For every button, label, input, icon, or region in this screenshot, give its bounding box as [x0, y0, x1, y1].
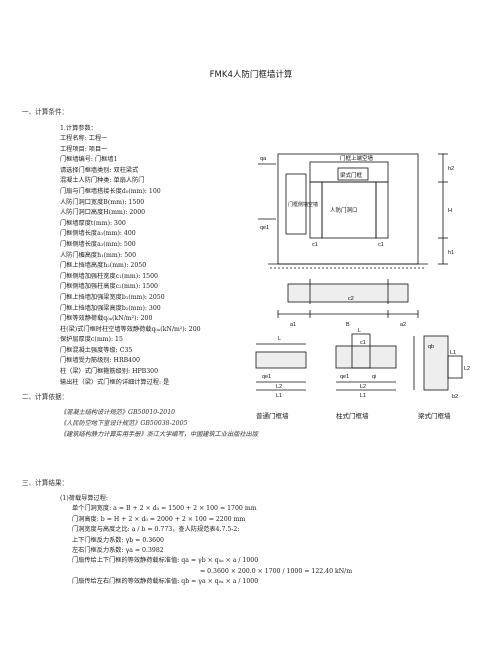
list-item: 门扇传给上下门框的等效静荷载标准值: qa = γb × q₀ₐ × a / 1…	[72, 557, 259, 565]
label-c1-left: c1	[312, 242, 318, 248]
list-item: 保护层厚度c(mm): 15	[60, 336, 123, 344]
section-heading-basis: 二、计算依据：	[22, 393, 69, 401]
list-item: 输出柱（梁）式门框的详细计算过程: 是	[60, 378, 170, 386]
label-L-normal: L	[278, 336, 281, 342]
label-upper-wall: 门框上端空墙	[340, 154, 374, 162]
list-item: 左右门框反力系数: γa = 0.3982	[72, 547, 164, 555]
list-item: 柱（梁）式门框箍筋级别: HPB300	[60, 368, 159, 376]
list-item: = 0.3600 × 200.0 × 1700 / 1000 = 122.40 …	[200, 567, 353, 575]
list-item: 门框墙厚度t(mm): 300	[60, 219, 126, 227]
label-L1-beam: L1	[450, 350, 456, 356]
label-opening: 人防门洞口	[330, 206, 358, 214]
list-item: 《混凝土结构设计规范》GB50010-2010	[60, 409, 176, 416]
list-item: 门框墙编号: 门框墙1	[60, 156, 118, 164]
params-list: 工程名称: 工程一工程项目: 项目一门框墙编号: 门框墙1 请选择门框墙类别: 双…	[60, 134, 201, 388]
list-item: 门框等效静荷载q₀ₐ(kN/m²): 200	[60, 315, 153, 323]
section-heading-results: 三、计算结果：	[22, 479, 69, 487]
page-title: FMK4人防门框墙计算	[209, 70, 293, 80]
list-item: (1)荷载导算过程:	[60, 495, 108, 502]
door-opening-box	[321, 181, 377, 239]
beam-wall-section	[423, 335, 449, 391]
label-left-side-wall: 门框侧墙空墙	[288, 201, 318, 208]
label-L2-beam: L2	[464, 366, 470, 372]
list-item: 门框混凝土强度等级: C35	[60, 346, 133, 354]
results-list: (1)荷载导算过程: 单个门洞宽度: a = B + 2 × d₀ = 1500 …	[60, 494, 352, 588]
label-L1-normal: L1	[276, 393, 282, 399]
list-item: 人防门楣高度h₁(mm): 500	[60, 251, 137, 259]
beam-box-side	[447, 355, 463, 379]
list-item: 柱(梁)式门框时柱空墙等效静荷载q₀ₐ(kN/m²): 200	[60, 325, 201, 333]
list-item: 工程项目: 项目一	[60, 145, 108, 153]
list-item: 门扇与门框墙搭接长度d₀(mm): 100	[60, 187, 161, 195]
label-L1-column: L1	[360, 393, 366, 399]
left-side-wall-box	[285, 173, 307, 235]
list-item: 人防门洞口高度H(mm): 2000	[60, 209, 146, 217]
column-box	[351, 333, 371, 369]
caption-beam: 梁式门框墙	[418, 411, 451, 420]
basis-list: 《混凝土结构设计规范》GB50010-2010 《人民防空地下室设计规范》GB50…	[60, 407, 258, 441]
plan-section-bar	[287, 283, 409, 303]
label-L2-column: L2	[360, 384, 366, 390]
label-H: H	[448, 208, 452, 214]
label-L-column: L	[358, 328, 361, 334]
params-header: 1.计算参数：	[60, 125, 97, 132]
list-item: 门框墙受力筋级别: HRB400	[60, 357, 140, 365]
list-item: 门框上挡墙加强梁宽度b₁(mm): 2050	[60, 293, 165, 301]
beam-box	[337, 167, 369, 181]
caption-normal: 普通门框墙	[256, 411, 289, 420]
list-item: 门框上挡墙高度h₂(mm): 2050	[60, 262, 147, 270]
list-item: 工程名称: 工程一	[60, 135, 108, 142]
left-column-box	[309, 181, 323, 239]
label-qe1: qe1	[260, 225, 269, 231]
label-qa: qa	[260, 156, 267, 162]
list-item: 上下门框反力系数: γb = 0.3600	[72, 536, 164, 544]
list-item: 门框侧墙加强柱高度c₂(mm): 1500	[60, 283, 158, 291]
list-item: 门洞高度: b = H + 2 × d₀ = 2000 + 2 × 100 = …	[72, 515, 246, 523]
label-c1-right: c1	[378, 242, 384, 248]
label-qe1-column: qe1	[340, 374, 349, 380]
right-column-box	[375, 181, 389, 239]
label-qb-beam: qb	[428, 344, 434, 350]
list-item: 门框侧墙加强柱宽度c₁(mm): 1500	[60, 272, 158, 280]
list-item: 人防门洞口宽度B(mm): 1500	[60, 198, 145, 206]
upper-wall-box	[309, 161, 389, 183]
list-item: 请选择门框墙类别: 双柱梁式	[60, 166, 139, 174]
caption-column: 柱式门框墙	[336, 411, 369, 420]
label-L2-normal: L2	[276, 384, 282, 390]
label-qe1-normal: qe1	[262, 374, 271, 380]
label-h2: h2	[448, 166, 454, 172]
normal-wall-section	[255, 351, 307, 369]
list-item: 《建筑结构静力计算实用手册》浙江大学编写，中国建筑工业出版社出版	[60, 431, 258, 439]
section-heading-conditions: 一、计算条件：	[22, 108, 69, 116]
list-item: 门框上挡墙加强梁高度b₂(mm): 300	[60, 304, 161, 312]
label-qi-column: qi	[372, 374, 376, 380]
label-a1: a1	[290, 322, 296, 328]
list-item: 门框侧墙长度a₂(mm): 500	[60, 240, 136, 248]
label-a2: a2	[400, 322, 406, 328]
list-item: 门洞宽度与高度之比: a / b = 0.773，查人防规范表4.7.5-2:	[72, 526, 240, 534]
list-item: 门框侧墙长度a₁(mm): 400	[60, 230, 136, 238]
label-b2-beam: b2	[452, 394, 458, 400]
column-wall-section	[335, 345, 397, 369]
label-c1-column: c1	[360, 340, 366, 346]
label-h1: h1	[448, 250, 454, 256]
door-frame-diagram: 门框上端空墙 梁式门框 人防门洞口 门框侧墙空墙 h2 H h1 c1 c1 a…	[255, 153, 470, 420]
list-item: 单个门洞宽度: a = B + 2 × d₀ = 1500 + 2 × 100 …	[72, 505, 257, 513]
list-item: 《人民防空地下室设计规范》GB50038-2005	[60, 420, 188, 428]
list-item: 混凝土人防门种类: 单扇人防门	[60, 177, 145, 185]
label-beam: 梁式门框	[340, 171, 363, 179]
label-c2: c2	[348, 296, 354, 302]
list-item: 门扇传给左右门框的等效静荷载标准值: qb = γa × q₀ₐ × a / 1…	[72, 578, 259, 586]
label-B: B	[346, 322, 350, 328]
